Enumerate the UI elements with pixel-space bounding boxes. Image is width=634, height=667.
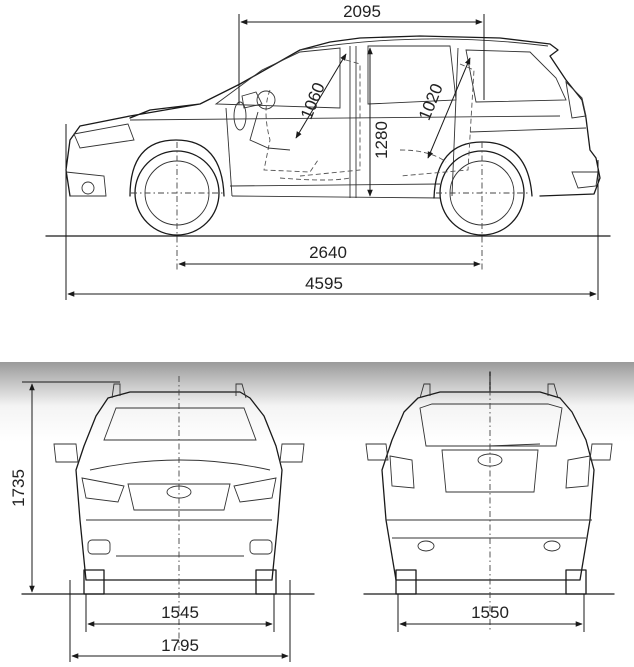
front-body-outline xyxy=(75,391,283,581)
overall-width-label: 1795 xyxy=(161,636,199,655)
front-headroom-label: 1060 xyxy=(297,80,329,122)
rear-wiper xyxy=(487,443,541,447)
driver-seat xyxy=(263,89,319,173)
headlight xyxy=(73,123,135,149)
interior-height-label: 1280 xyxy=(372,121,391,159)
rear-track-label: 1550 xyxy=(471,603,509,622)
headroom-span-label: 2095 xyxy=(343,2,381,21)
driver-head xyxy=(256,90,276,110)
front-headlight-left xyxy=(81,477,125,503)
exhaust-left xyxy=(417,540,435,552)
overall-length-label: 4595 xyxy=(305,274,343,293)
quarter-window xyxy=(465,49,567,103)
front-wheel-arch xyxy=(129,139,225,197)
front-mirror-left xyxy=(53,443,79,463)
rear-tire-right xyxy=(565,569,587,595)
front-grille xyxy=(127,483,231,511)
front-mirror-right xyxy=(279,443,305,463)
roof-rail xyxy=(299,38,549,51)
overall-height-label: 1735 xyxy=(9,469,28,507)
side-body-outline xyxy=(65,35,601,197)
front-tire-left xyxy=(83,569,105,595)
side-view: 2095 1060 1020 1280 2640 4595 xyxy=(45,2,611,300)
front-view: 1735 1545 1795 xyxy=(9,376,315,662)
front-fog-right xyxy=(249,539,273,555)
fog-lamp xyxy=(81,181,95,195)
rear-window xyxy=(419,403,563,447)
front-tire-right xyxy=(255,569,277,595)
rear-taillight-right xyxy=(565,455,591,489)
front-windshield xyxy=(103,407,257,441)
tailgate-panel xyxy=(441,449,539,493)
rear-taillight-left xyxy=(389,455,415,489)
rear-mirror-left xyxy=(365,443,389,461)
rear-view: 1550 xyxy=(363,371,615,632)
front-headlight-right xyxy=(233,477,277,503)
rear-tire-left xyxy=(395,569,417,595)
exhaust-right xyxy=(543,540,561,552)
wheelbase-label: 2640 xyxy=(309,243,347,262)
background-shade xyxy=(0,362,634,442)
rear-mirror-right xyxy=(589,443,613,461)
front-track-label: 1545 xyxy=(161,603,199,622)
steering-wheel xyxy=(233,101,247,131)
taillight xyxy=(565,80,587,119)
front-bumper xyxy=(65,171,107,197)
front-fog-left xyxy=(87,539,111,555)
